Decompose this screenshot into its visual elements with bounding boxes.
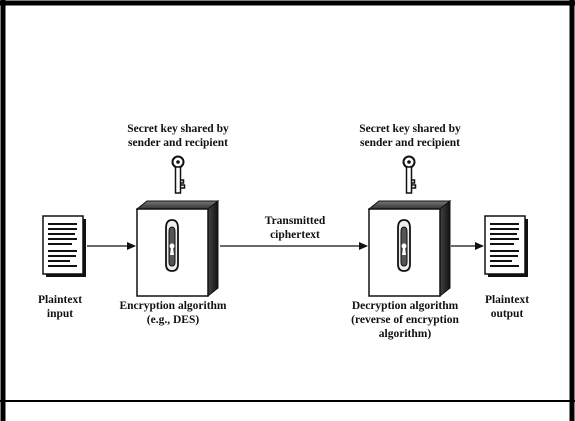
plaintext-output-document-icon (484, 215, 528, 277)
key-right-label: Secret key shared by sender and recipien… (359, 123, 461, 149)
plaintext-output-label: Plaintext output (484, 294, 530, 320)
plaintext-input-document-icon (42, 215, 86, 277)
plaintext-input-label: Plaintext input (37, 294, 83, 320)
encryption-algorithm-label: Encryption algorithm (e.g., DES) (119, 300, 227, 326)
decryption-lock-icon (397, 219, 411, 272)
encryption-box (135, 199, 220, 298)
encryption-lock-icon (165, 219, 179, 272)
secret-key-left-icon (171, 155, 186, 194)
decryption-box (367, 199, 452, 298)
secret-key-right-icon (402, 155, 417, 194)
transmitted-ciphertext-label: Transmitted ciphertext (264, 215, 326, 241)
key-left-label: Secret key shared by sender and recipien… (127, 123, 229, 149)
decryption-algorithm-label: Decryption algorithm (reverse of encrypt… (351, 300, 459, 340)
